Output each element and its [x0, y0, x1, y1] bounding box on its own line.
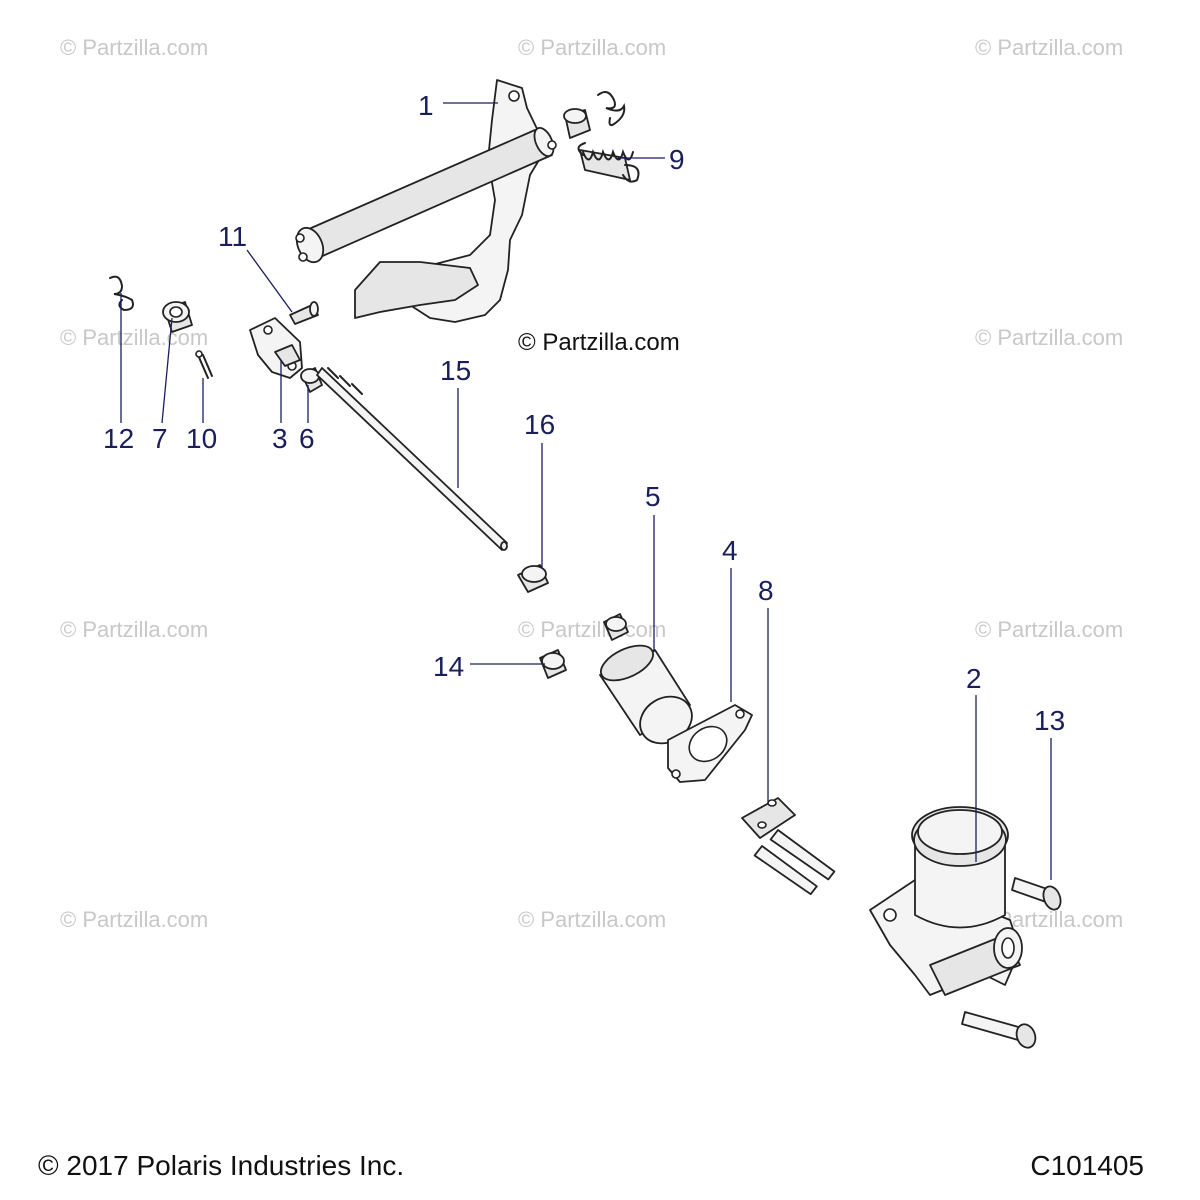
- watermark: © Partzilla.com: [975, 35, 1123, 60]
- callout-2: 2: [966, 663, 982, 694]
- part-gasket: [667, 704, 753, 783]
- watermark: © Partzilla.com: [60, 325, 208, 350]
- callout-16: 16: [524, 409, 555, 440]
- callout-8: 8: [758, 575, 774, 606]
- watermark: © Partzilla.com: [60, 35, 208, 60]
- part-clevis: [249, 317, 303, 379]
- diagram-code: C101405: [1030, 1150, 1144, 1181]
- watermark: © Partzilla.com: [518, 35, 666, 60]
- part-push-rod: [316, 367, 508, 551]
- part-fitting: [741, 797, 836, 896]
- part-pedal-arm: [295, 79, 557, 323]
- callout-7: 7: [152, 423, 168, 454]
- part-cotter-pin: [195, 350, 213, 379]
- part-bushing-upper: [563, 108, 591, 139]
- callout-15: 15: [440, 355, 471, 386]
- callout-12: 12: [103, 423, 134, 454]
- callout-3: 3: [272, 423, 288, 454]
- part-bolt: [961, 1011, 1037, 1049]
- callout-9: 9: [669, 144, 685, 175]
- part-grommet: [539, 649, 567, 679]
- callout-4: 4: [722, 535, 738, 566]
- center-watermark: © Partzilla.com: [518, 329, 680, 356]
- leader-lines: [120, 102, 1052, 880]
- watermark-layer: © Partzilla.com © Partzilla.com © Partzi…: [60, 35, 1123, 932]
- callout-14: 14: [433, 651, 464, 682]
- callout-labels: 1 2 3 4 5 6 7 8 9 10 11 12 13 14 15 16: [103, 90, 1065, 736]
- part-grommet-upper: [603, 613, 629, 641]
- watermark: © Partzilla.com: [975, 325, 1123, 350]
- part-boot: [517, 564, 549, 593]
- part-bolt: [1011, 877, 1062, 911]
- copyright-notice: © 2017 Polaris Industries Inc.: [38, 1150, 405, 1181]
- part-hair-pin-clip-upper: [597, 90, 626, 127]
- callout-6: 6: [299, 423, 315, 454]
- callout-11: 11: [218, 221, 247, 252]
- watermark: © Partzilla.com: [60, 617, 208, 642]
- part-master-cylinder: [869, 806, 1023, 996]
- part-return-spring: [577, 142, 640, 183]
- part-clevis-pin: [289, 301, 319, 325]
- callout-13: 13: [1034, 705, 1065, 736]
- part-dust-boot: [599, 644, 693, 745]
- callout-5: 5: [645, 481, 661, 512]
- watermark: © Partzilla.com: [975, 617, 1123, 642]
- watermark: © Partzilla.com: [60, 907, 208, 932]
- part-hair-pin-clip: [109, 275, 134, 312]
- callout-1: 1: [418, 90, 434, 121]
- callout-10: 10: [186, 423, 217, 454]
- watermark: © Partzilla.com: [518, 617, 666, 642]
- watermark: © Partzilla.com: [518, 907, 666, 932]
